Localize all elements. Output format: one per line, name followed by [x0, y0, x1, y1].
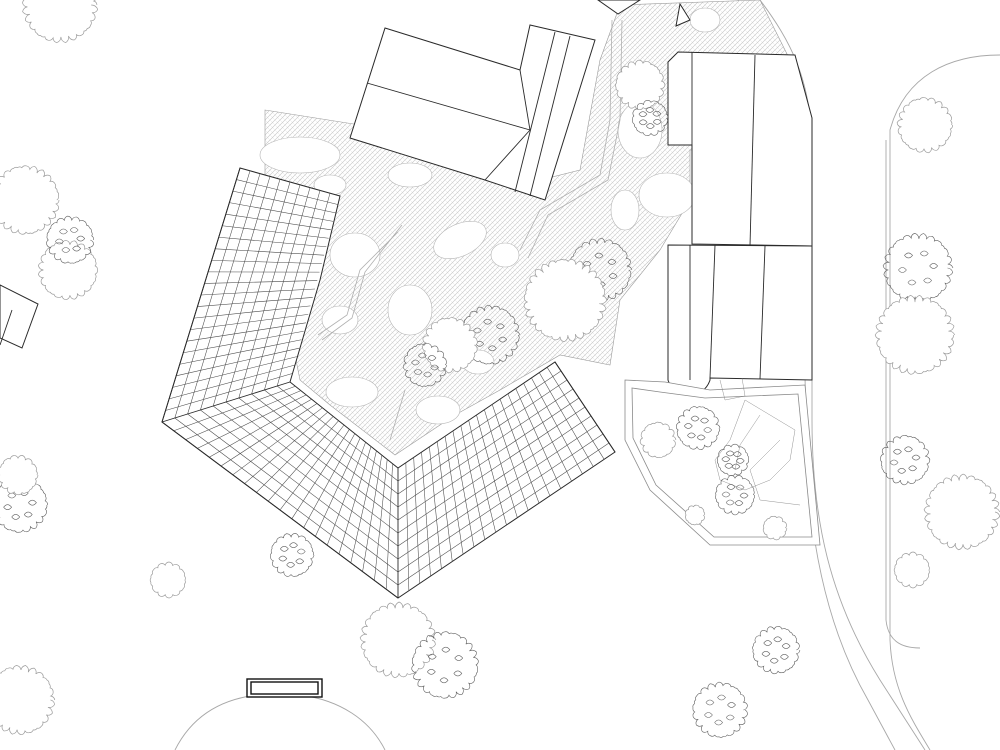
tree-canopy — [923, 473, 1000, 551]
north-building — [349, 24, 596, 201]
tree-foliage — [411, 352, 439, 378]
tree-canopy — [523, 259, 608, 343]
tree-canopy — [684, 504, 706, 526]
tree-foliage — [473, 318, 508, 352]
tree-canopy — [639, 421, 677, 458]
north-tip-structure — [597, 0, 691, 27]
tree-foliage — [55, 227, 86, 253]
bench — [246, 678, 323, 698]
tree-canopy — [752, 626, 801, 675]
tree-canopy — [411, 631, 479, 699]
tree-canopy — [692, 681, 748, 738]
tree-foliage — [278, 542, 306, 568]
tree-canopy — [38, 239, 98, 301]
tree-canopy — [632, 99, 669, 136]
tree-foliage — [761, 636, 791, 664]
walled-garden — [624, 377, 821, 546]
far-east-road — [885, 54, 1000, 750]
tree-canopy — [402, 343, 448, 387]
tree-canopy — [0, 665, 56, 736]
tree-foliage — [3, 490, 37, 520]
tree-canopy — [675, 406, 721, 451]
tree-foliage — [721, 450, 745, 470]
east-building-south — [667, 244, 813, 396]
tree-canopy — [615, 59, 666, 111]
tree-canopy — [270, 532, 315, 577]
tree-foliage — [898, 250, 938, 286]
tree-foliage — [721, 484, 749, 506]
tree-canopy — [0, 165, 60, 235]
tree-canopy — [880, 435, 931, 486]
tree-canopy — [715, 475, 755, 516]
tree-canopy — [0, 455, 39, 496]
west-building-fragment — [0, 284, 39, 349]
tree-canopy — [46, 215, 94, 264]
tree-canopy — [22, 0, 99, 44]
tree-canopy — [359, 601, 437, 679]
tree-canopy — [716, 443, 750, 477]
south-lawn-arc — [174, 693, 386, 750]
tree-canopy — [762, 515, 788, 541]
tree-foliage — [427, 646, 464, 684]
tree-canopy — [874, 294, 956, 375]
tree-canopy — [882, 232, 954, 304]
tree-canopy — [896, 97, 953, 154]
tree-foliage — [704, 694, 736, 726]
l-shaped-building — [161, 167, 616, 599]
tree-foliage — [638, 107, 662, 129]
tree-canopy — [149, 561, 186, 599]
tree-foliage — [684, 415, 713, 441]
tree-canopy — [893, 551, 930, 589]
east-building-north — [667, 51, 813, 247]
tree-foliage — [889, 446, 921, 474]
